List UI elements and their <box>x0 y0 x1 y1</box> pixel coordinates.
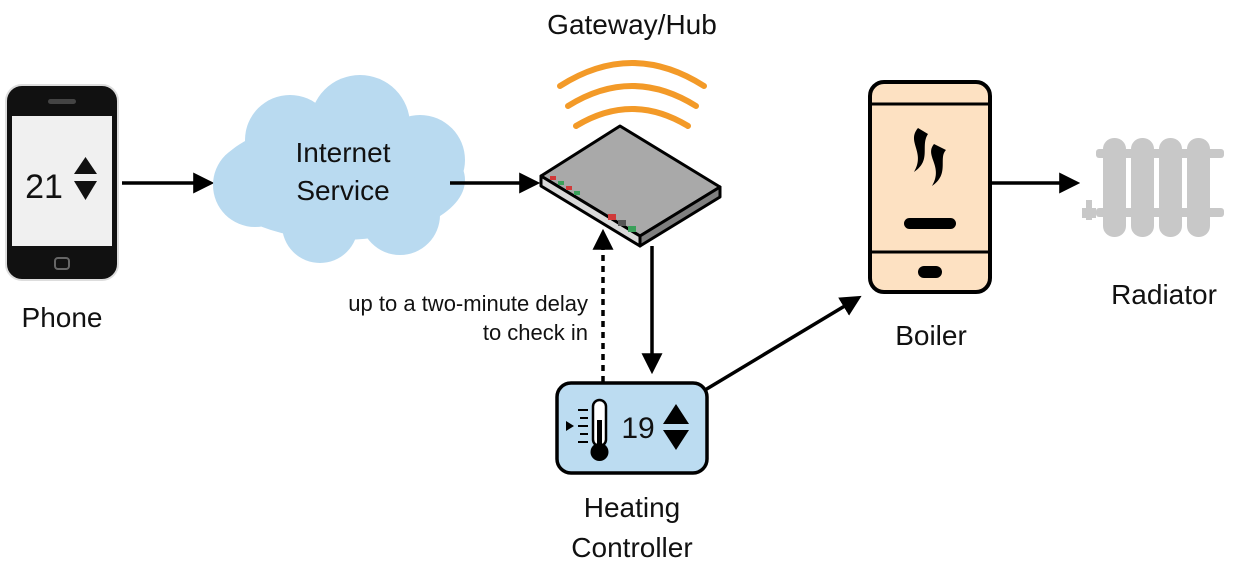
gateway-label: Gateway/Hub <box>547 9 717 40</box>
boiler-icon <box>868 80 992 294</box>
phone-label: Phone <box>22 302 103 333</box>
cloud-label-line2: Service <box>296 175 389 206</box>
delay-note-line2: to check in <box>483 320 588 345</box>
heating-controller-icon: 19 <box>555 381 709 475</box>
flame-icon <box>914 128 946 186</box>
radiator-icon <box>1082 138 1224 237</box>
wifi-signal-icon <box>557 60 707 129</box>
cloud-icon <box>213 75 465 263</box>
controller-reading: 19 <box>621 412 654 445</box>
cloud-label-line1: Internet <box>296 137 391 168</box>
phone-down-arrow-icon <box>74 181 97 200</box>
router-icon <box>539 124 722 248</box>
phone-setpoint: 21 <box>25 168 63 206</box>
radiator-label: Radiator <box>1111 279 1217 310</box>
phone-icon: 21 <box>5 84 119 281</box>
thermometer-icon <box>566 398 609 461</box>
controller-label-line1: Heating <box>584 492 681 523</box>
boiler-label: Boiler <box>895 320 967 351</box>
arrow-controller-to-boiler <box>704 295 862 392</box>
phone-up-arrow-icon <box>74 157 97 174</box>
controller-up-arrow-icon <box>663 404 689 424</box>
controller-label-line2: Controller <box>571 532 692 563</box>
controller-down-arrow-icon <box>663 430 689 450</box>
delay-note-line1: up to a two-minute delay <box>348 291 588 316</box>
